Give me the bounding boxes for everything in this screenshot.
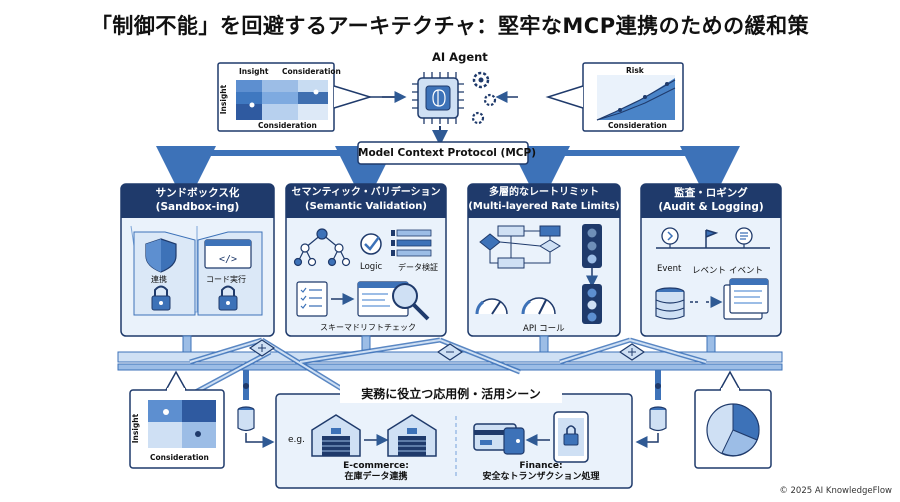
warehouse-icon [387,414,437,457]
mcp-connectors [156,126,740,206]
svg-text:</>: </> [219,254,237,265]
audit-label-event-jp: イベント [729,266,764,276]
sandbox-card-title: サンドボックス化(Sandbox-ing) [155,187,240,213]
sandbox-card: </> [120,183,275,337]
sandbox-label-link: 連携 [151,275,167,284]
usecase-finance: Finance:安全なトランザクション処理 [482,461,600,482]
bottom-chart-bottom: Consideration [150,453,209,462]
usecase-ecommerce: E-commerce:在庫データ連携 [343,461,409,482]
mcp-label: Model Context Protocol (MCP) [358,147,536,159]
chart-right-top: Risk [626,66,644,75]
copyright: © 2025 AI KnowledgeFlow [779,486,892,496]
rate-limit-card [467,183,621,337]
audit-label-event: Event [657,264,682,274]
warehouse-icon [311,414,361,457]
bottom-insight-matrix [129,370,225,469]
chart-left-top-right: Consideration [282,67,341,76]
usecase-box [275,383,633,489]
audit-card-title: 監査・ロギング(Audit & Logging) [658,187,764,213]
chart-left-top-left: Insight [239,67,269,76]
chart-left-bottom: Consideration [258,121,317,130]
semantic-label-data: データ検証 [398,263,438,272]
ai-agent-chip-icon [382,71,518,125]
usecase-eg: e.g. [288,435,305,445]
sandbox-label-code: コード実行 [206,275,246,284]
semantic-validation-card [285,183,447,337]
rate-limit-card-title: 多層的なレートリミット(Multi-layered Rate Limits) [468,187,620,212]
insight-matrix-chart [217,62,395,132]
mobile-lock-icon [553,411,589,463]
chart-left-side: Insight [219,84,229,115]
semantic-card-title: セマンティック・バリデーション(Semantic Validation) [291,187,441,212]
credit-card-icon [473,423,525,455]
bottom-pie-chart [694,370,772,469]
rate-label-api: API コール [523,324,565,334]
risk-chart [545,62,684,132]
semantic-label-logic: Logic [360,262,383,272]
audit-label-level: レベント [692,266,727,276]
ai-agent-label: AI Agent [432,50,488,64]
page-title: 「制御不能」を回避するアーキテクチャ：堅牢なMCP連携のための緩和策 [90,14,810,38]
pipe-network [117,335,783,448]
audit-logging-card [640,183,782,337]
usecase-title: 実務に役立つ応用例・活用シーン [361,387,541,401]
semantic-label-schema: スキーマドリフトチェック [320,323,416,332]
chart-right-bottom: Consideration [608,121,667,130]
bottom-chart-side: Insight [131,413,141,444]
